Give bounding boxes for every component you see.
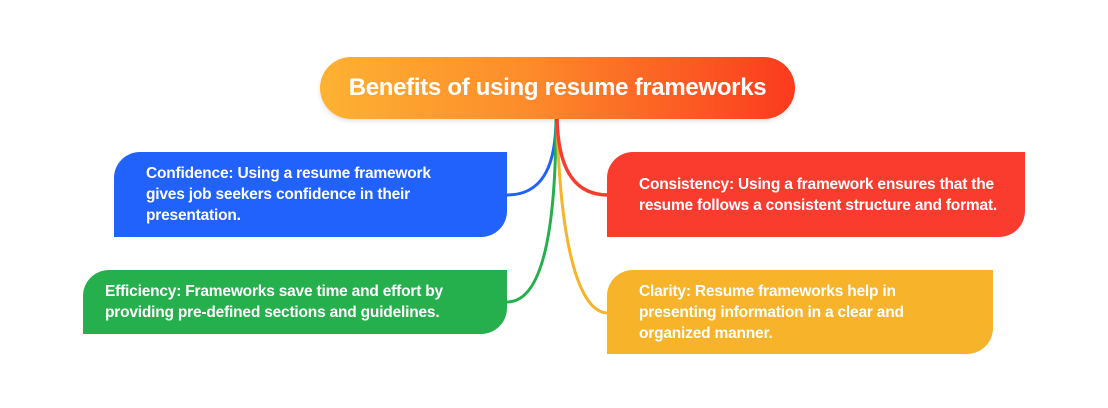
node-confidence: Confidence: Using a resume framework giv… <box>114 152 507 237</box>
connector-clarity <box>555 117 609 315</box>
node-text: Consistency: Using a framework ensures t… <box>639 175 997 214</box>
connector-consistency <box>555 117 609 197</box>
connector-efficiency <box>506 117 558 304</box>
connector-confidence <box>506 117 558 197</box>
node-consistency: Consistency: Using a framework ensures t… <box>607 152 1025 237</box>
node-text: Clarity: Resume frameworks help in prese… <box>639 282 904 342</box>
node-clarity: Clarity: Resume frameworks help in prese… <box>607 270 993 354</box>
node-text: Efficiency: Frameworks save time and eff… <box>105 283 443 321</box>
central-topic: Benefits of using resume frameworks <box>320 57 795 119</box>
node-text: Confidence: Using a resume framework giv… <box>146 165 431 224</box>
node-efficiency: Efficiency: Frameworks save time and eff… <box>83 270 507 334</box>
